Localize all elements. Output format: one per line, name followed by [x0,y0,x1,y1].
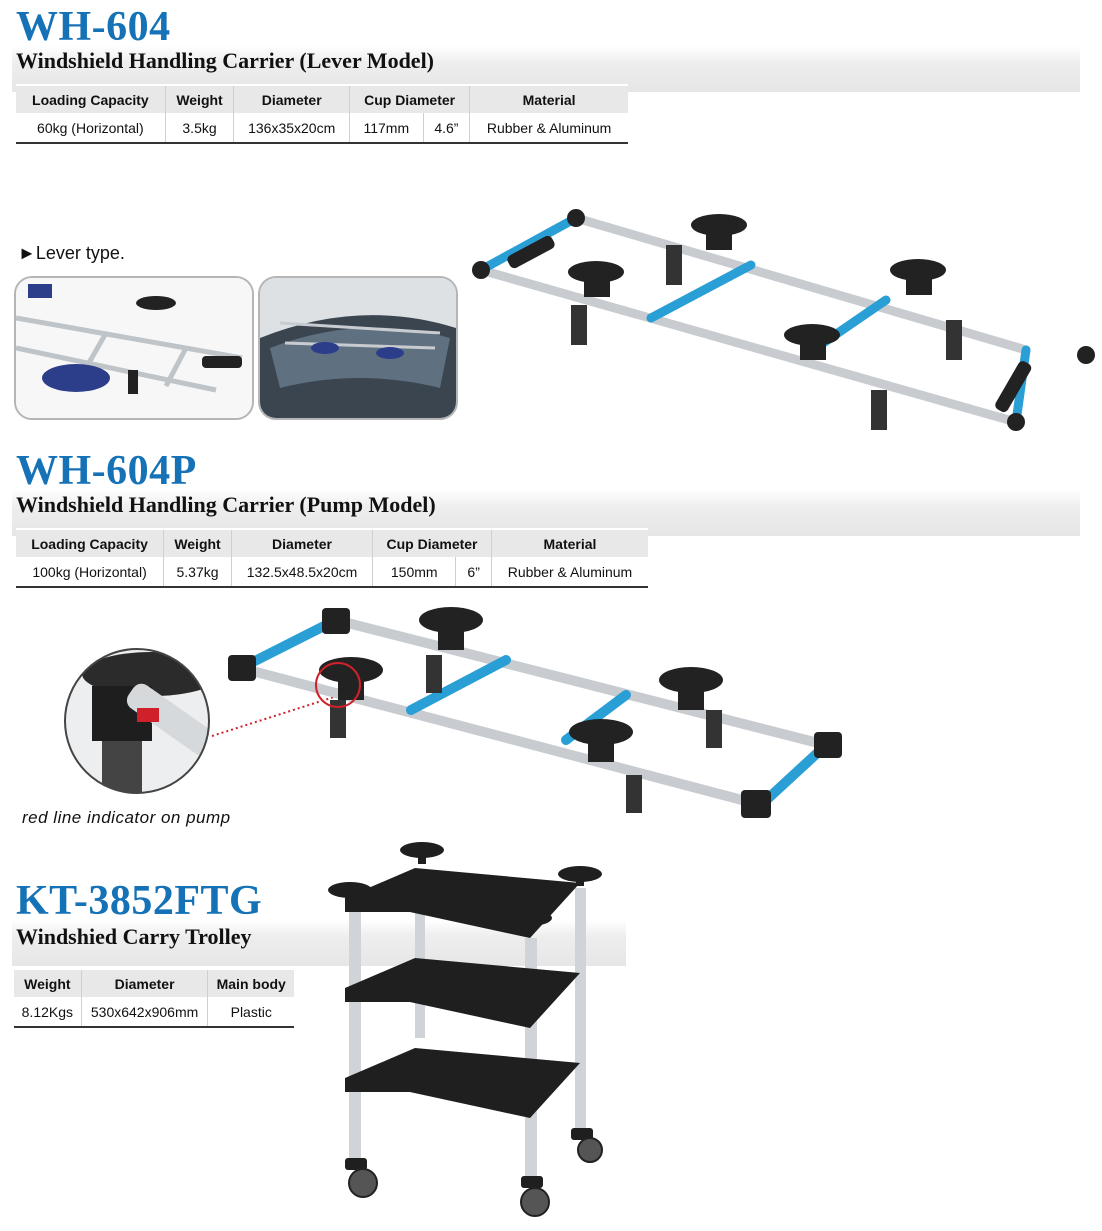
cell-cup-diameter-mm: 150mm [372,557,457,588]
model-title-kt3852ftg: KT-3852FTG [16,878,263,924]
cell-weight: 5.37kg [163,557,232,588]
lever-detail-photo [14,276,254,420]
header-material: Material [469,84,628,114]
wh604p-product-image [228,607,842,818]
wh604-product-image [472,209,1095,431]
spec-table-kt3852ftg: Weight Diameter Main body 8.12Kgs 530x64… [14,968,294,1028]
table-row: 8.12Kgs 530x642x906mm Plastic [14,997,294,1028]
cell-diameter: 132.5x48.5x20cm [230,557,374,588]
model-title-wh604: WH-604 [16,4,171,50]
subtitle-wh604p: Windshield Handling Carrier (Pump Model) [16,492,436,517]
header-weight: Weight [164,84,235,114]
header-cup-diameter: Cup Diameter [372,528,492,558]
cell-diameter: 530x642x906mm [80,997,209,1028]
header-diameter: Diameter [233,84,351,114]
cell-diameter: 136x35x20cm [233,113,351,144]
subtitle-kt3852ftg: Windshied Carry Trolley [16,924,252,949]
cell-weight: 8.12Kgs [14,997,82,1028]
header-weight: Weight [163,528,232,558]
subtitle-wh604: Windshield Handling Carrier (Lever Model… [16,48,435,73]
header-loading-capacity: Loading Capacity [16,84,166,114]
cell-main-body: Plastic [207,997,294,1028]
header-diameter: Diameter [230,528,374,558]
cell-weight: 3.5kg [164,113,235,144]
header-loading-capacity: Loading Capacity [16,528,165,558]
header-weight: Weight [14,968,82,998]
cell-material: Rubber & Aluminum [469,113,628,144]
spec-table-wh604: Loading Capacity Weight Diameter Cup Dia… [16,84,628,144]
cell-cup-diameter-in: 6” [455,557,492,588]
cell-cup-diameter-in: 4.6” [422,113,471,144]
header-cup-diameter: Cup Diameter [349,84,471,114]
cell-cup-diameter-mm: 117mm [349,113,424,144]
spec-table-wh604p: Loading Capacity Weight Diameter Cup Dia… [16,528,648,588]
header-main-body: Main body [207,968,294,998]
pump-indicator-caption: red line indicator on pump [22,808,231,827]
header-diameter: Diameter [80,968,209,998]
trolley-product-image [328,842,603,1217]
cell-loading-capacity: 100kg (Horizontal) [16,557,165,588]
lever-type-caption: ►Lever type. [18,243,125,263]
cell-material: Rubber & Aluminum [490,557,648,588]
header-material: Material [490,528,648,558]
cell-loading-capacity: 60kg (Horizontal) [16,113,166,144]
model-title-wh604p: WH-604P [16,448,197,494]
lever-in-use-photo [258,276,458,420]
table-row: 100kg (Horizontal) 5.37kg 132.5x48.5x20c… [16,557,648,588]
table-row: 60kg (Horizontal) 3.5kg 136x35x20cm 117m… [16,113,628,144]
pump-closeup-image [64,648,338,794]
